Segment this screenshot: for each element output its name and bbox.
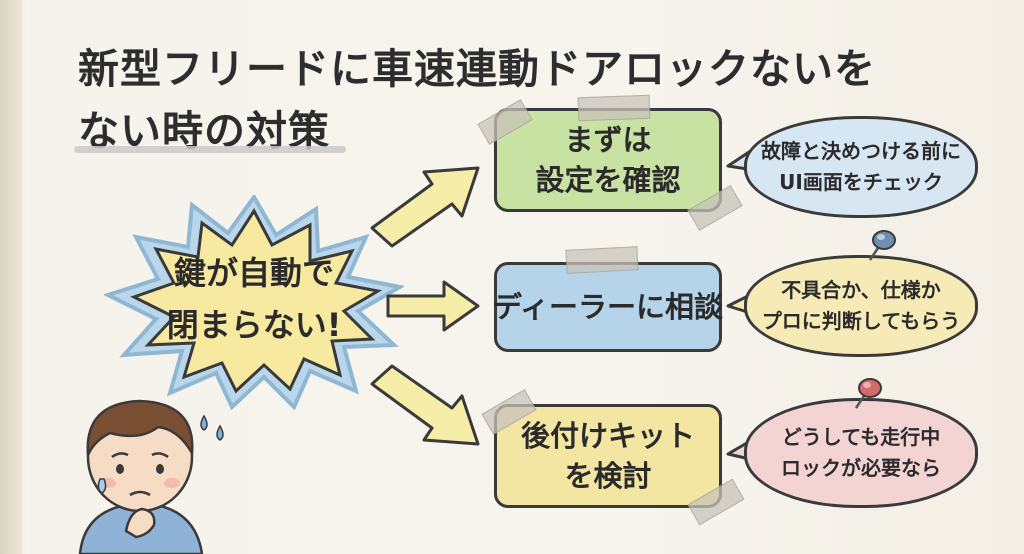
note-3-line-1: どうしても走行中 [781, 425, 941, 449]
step-3-line-2: を検討 [564, 459, 652, 493]
sweat-drops-icon [200, 414, 224, 441]
step-box-3: 後付けキット を検討 [494, 404, 722, 508]
title-underline [74, 146, 346, 153]
step-box-1: まずは 設定を確認 [494, 108, 722, 212]
burst-shape [104, 195, 404, 410]
note-2-line-1: 不具合か、仕様か [781, 278, 941, 302]
problem-line-2: 閉まらない! [166, 306, 342, 344]
step-box-2: ディーラーに相談 [493, 262, 723, 352]
arrow-to-step-2 [386, 280, 480, 332]
note-bubble-1: 故障と決めつける前に UI画面をチェック [744, 116, 978, 218]
worried-person-icon [78, 399, 204, 554]
arrow-to-step-1 [370, 166, 480, 248]
push-pin-icon [854, 378, 882, 409]
page-title: 新型フリードに車速連動ドアロックないを ない時の対策 [78, 38, 876, 162]
title-line-1: 新型フリードに車速連動ドアロックないを [78, 45, 876, 93]
note-bubble-3: どうしても走行中 ロックが必要なら [744, 398, 978, 508]
note-bubble-2: 不具合か、仕様か プロに判断してもらう [744, 255, 978, 357]
problem-line-1: 鍵が自動で [173, 254, 334, 292]
note-1-line-2: UI画面をチェック [779, 170, 943, 194]
note-3-line-2: ロックが必要なら [781, 456, 941, 480]
step-3-line-1: 後付けキット [520, 419, 695, 453]
page-binding-edge [0, 0, 22, 554]
step-1-line-1: まずは [564, 123, 652, 157]
tape-icon [577, 94, 651, 122]
problem-burst: 鍵が自動で 閉まらない! [104, 195, 404, 410]
step-1-line-2: 設定を確認 [535, 163, 681, 197]
problem-text: 鍵が自動で 閉まらない! [104, 247, 404, 351]
arrow-to-step-3 [370, 364, 480, 446]
note-2-line-2: プロに判断してもらう [761, 309, 961, 333]
push-pin-icon [868, 230, 896, 261]
tape-icon [565, 246, 639, 274]
step-2-line-1: ディーラーに相談 [493, 290, 723, 324]
note-1-line-1: 故障と決めつける前に [761, 139, 961, 163]
